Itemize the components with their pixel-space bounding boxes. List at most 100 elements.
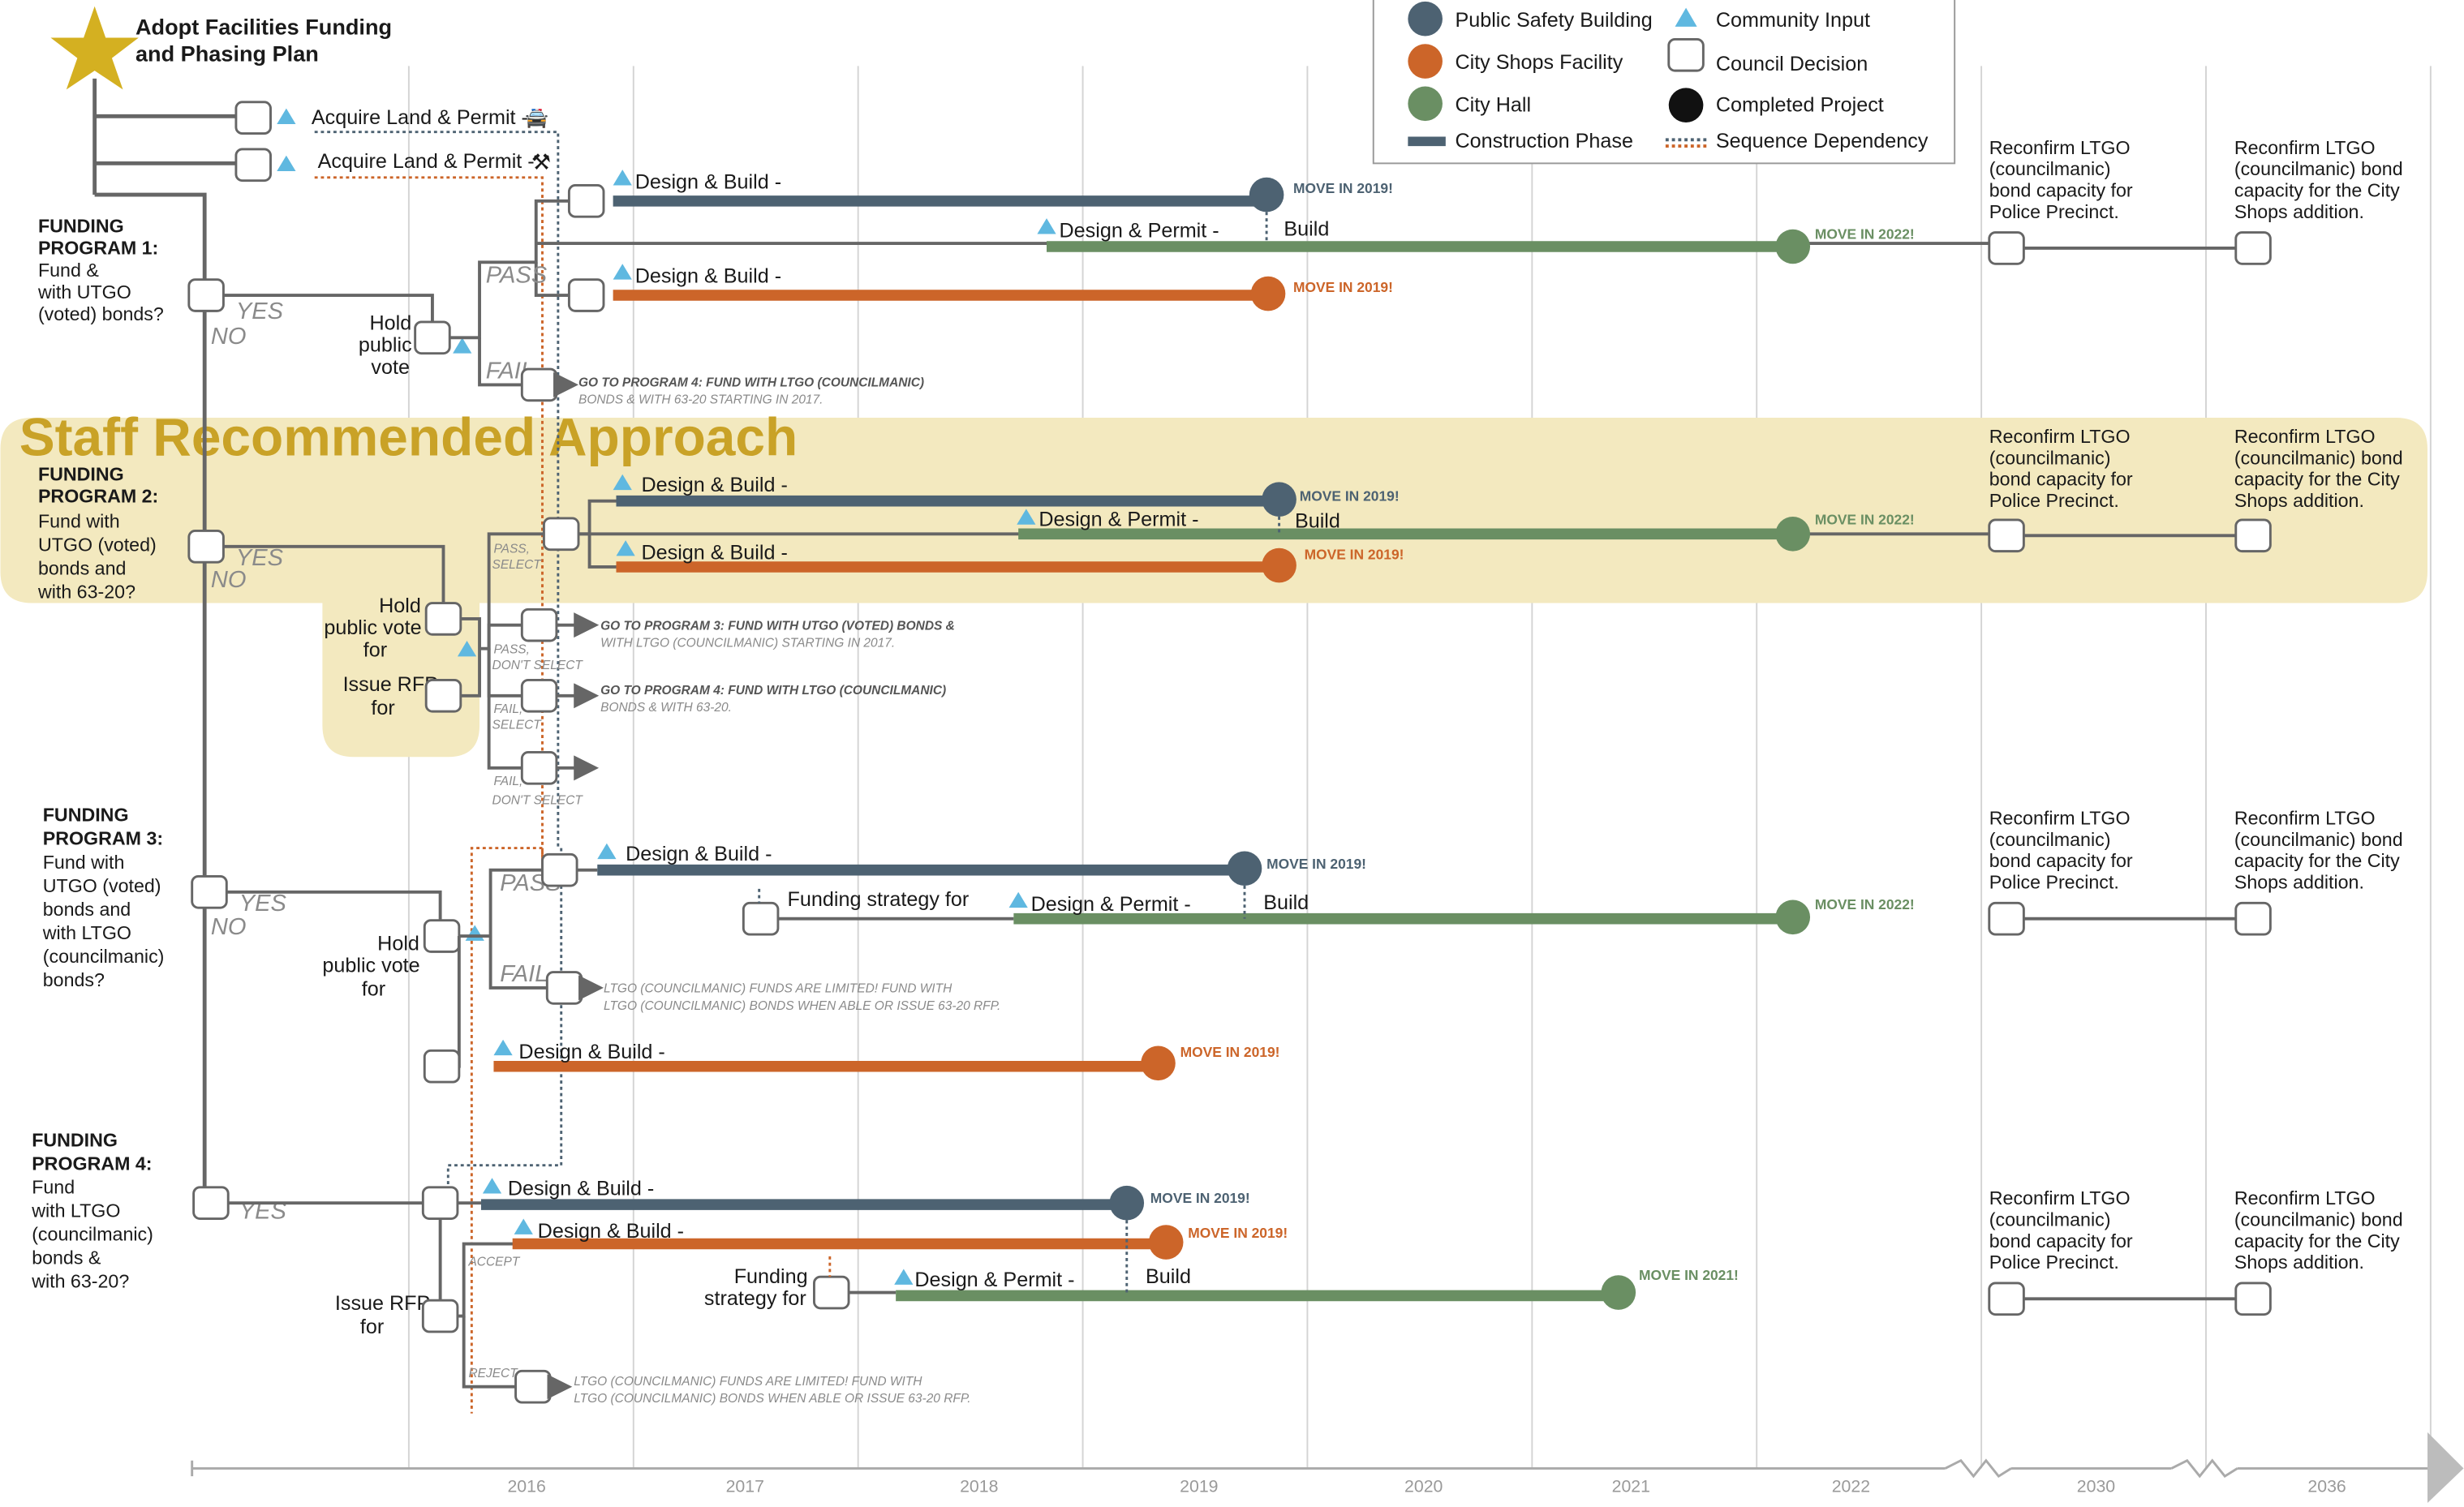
community-input-icon bbox=[453, 337, 472, 354]
p2-fail-select-2: SELECT bbox=[492, 718, 543, 732]
p2-design-shops: Design & Build - bbox=[641, 541, 787, 564]
p3-title-1: FUNDING bbox=[43, 805, 129, 826]
p4-reject: REJECT bbox=[468, 1367, 518, 1380]
decision-node[interactable] bbox=[1988, 518, 2025, 553]
p1-title-1: FUNDING bbox=[38, 216, 124, 237]
decision-node[interactable] bbox=[2234, 518, 2272, 553]
band-title: Staff Recommended Approach bbox=[19, 407, 798, 467]
p4-title-1: FUNDING bbox=[32, 1129, 118, 1150]
legend-completed: Completed Project bbox=[1716, 93, 1884, 116]
p4-limit-1: LTGO (COUNCILMANIC) FUNDS ARE LIMITED! F… bbox=[574, 1375, 922, 1389]
decision-node[interactable] bbox=[541, 852, 578, 887]
p2-question-4: with 63-20? bbox=[37, 582, 135, 603]
decision-node[interactable] bbox=[1988, 901, 2025, 936]
header-title-1: Adopt Facilities Funding bbox=[135, 15, 392, 40]
reconfirm-shops-line: (councilmanic) bond bbox=[2234, 158, 2403, 179]
p2-fail-dont-1: FAIL, bbox=[493, 775, 522, 788]
decision-node[interactable] bbox=[514, 1369, 552, 1404]
decision-node[interactable] bbox=[234, 148, 272, 182]
reconfirm-shops-line: Reconfirm LTGO bbox=[2234, 808, 2376, 829]
decision-node[interactable] bbox=[414, 320, 451, 355]
p3-strategy: Funding strategy for bbox=[788, 888, 970, 911]
p2-vote-1: Hold bbox=[379, 595, 421, 617]
year-label: 2017 bbox=[726, 1476, 764, 1496]
p4-move-shops: MOVE IN 2019! bbox=[1188, 1225, 1288, 1241]
reconfirm-police-line: Reconfirm LTGO bbox=[1989, 137, 2131, 158]
p3-move-ps: MOVE IN 2019! bbox=[1266, 856, 1366, 872]
p2-goto3-1: GO TO PROGRAM 3: FUND WITH UTGO (VOTED) … bbox=[600, 619, 955, 633]
p1-vote-1: Hold bbox=[369, 312, 411, 335]
p3-limit-2: LTGO (COUNCILMANIC) BONDS WHEN ABLE OR I… bbox=[604, 999, 1000, 1013]
dependencies bbox=[758, 212, 1281, 1293]
decision-node[interactable] bbox=[423, 1049, 461, 1084]
p2-goto4-1: GO TO PROGRAM 4: FUND WITH LTGO (COUNCIL… bbox=[600, 684, 946, 698]
year-label: 2030 bbox=[2077, 1476, 2115, 1496]
decision-node[interactable] bbox=[567, 184, 605, 218]
p2-no: NO bbox=[211, 567, 247, 593]
p3-yes: YES bbox=[239, 891, 287, 917]
year-label: 2019 bbox=[1180, 1476, 1218, 1496]
community-input-icon bbox=[457, 640, 477, 657]
p2-move-hall: MOVE IN 2022! bbox=[1815, 512, 1915, 528]
legend-public-safety: Public Safety Building bbox=[1455, 9, 1652, 32]
decision-node[interactable] bbox=[520, 678, 558, 713]
reconfirm-police-line: Reconfirm LTGO bbox=[1989, 808, 2131, 829]
decision-node[interactable] bbox=[421, 1186, 459, 1220]
reconfirm-police-line: (councilmanic) bbox=[1989, 1209, 2111, 1230]
main-trunk bbox=[92, 78, 236, 1209]
decision-node[interactable] bbox=[542, 517, 580, 552]
city-hall-icon bbox=[1775, 517, 1811, 552]
decision-node[interactable] bbox=[424, 602, 462, 636]
reconfirm-police-line: bond capacity for bbox=[1989, 1230, 2133, 1252]
public-safety-icon bbox=[1227, 851, 1262, 887]
p2-question-3: bonds and bbox=[38, 558, 126, 579]
decision-node[interactable] bbox=[192, 1186, 230, 1220]
decision-node[interactable] bbox=[1988, 1282, 2025, 1316]
decision-node[interactable] bbox=[191, 874, 228, 909]
p3-question-2: UTGO (voted) bbox=[43, 875, 161, 896]
city-shops-icon bbox=[1408, 44, 1443, 79]
decision-node[interactable] bbox=[1988, 231, 2025, 265]
city-hall-icon bbox=[1775, 229, 1811, 264]
year-label: 2018 bbox=[960, 1476, 998, 1496]
decision-node[interactable] bbox=[520, 367, 558, 402]
decision-node[interactable] bbox=[742, 901, 780, 936]
p3-question-4: with LTGO bbox=[42, 922, 131, 943]
decision-node[interactable] bbox=[520, 608, 558, 642]
p3-fail: FAIL bbox=[500, 961, 548, 987]
decision-node[interactable] bbox=[187, 278, 225, 312]
public-safety-icon bbox=[1249, 177, 1284, 213]
decision-node[interactable] bbox=[2234, 1282, 2272, 1316]
decision-node[interactable] bbox=[545, 971, 583, 1005]
p2-goto3-2: WITH LTGO (COUNCILMANIC) STARTING IN 201… bbox=[600, 637, 895, 650]
community-input-icon bbox=[465, 925, 484, 941]
community-input-icon bbox=[277, 108, 296, 124]
p1-pass: PASS bbox=[486, 263, 548, 289]
decision-node[interactable] bbox=[424, 678, 462, 713]
completed-project-icon bbox=[1668, 88, 1704, 123]
p2-move-ps: MOVE IN 2019! bbox=[1300, 488, 1400, 504]
decision-node[interactable] bbox=[423, 919, 461, 953]
decision-node[interactable] bbox=[520, 751, 558, 785]
decision-node[interactable] bbox=[187, 530, 225, 564]
city-shops-icon bbox=[1148, 1225, 1184, 1260]
decision-node[interactable] bbox=[421, 1299, 459, 1333]
p3-question-6: bonds? bbox=[43, 969, 105, 990]
decision-node[interactable] bbox=[813, 1275, 850, 1310]
p3-title-2: PROGRAM 3: bbox=[43, 828, 163, 849]
p1-question-1: Fund & bbox=[38, 260, 99, 281]
community-input-icon bbox=[1037, 218, 1056, 234]
p3-design-ps: Design & Build - bbox=[626, 843, 772, 865]
decision-node[interactable] bbox=[2234, 231, 2272, 265]
decision-node[interactable] bbox=[2234, 901, 2272, 936]
reconfirm-police-line: (councilmanic) bbox=[1989, 158, 2111, 179]
p1-no: NO bbox=[211, 324, 247, 350]
legend: Public Safety Building City Shops Facili… bbox=[1372, 0, 1956, 165]
reconfirm-shops-line: Shops addition. bbox=[2234, 872, 2364, 893]
legend-dependency: Sequence Dependency bbox=[1716, 130, 1929, 152]
p4-question-4: bonds & bbox=[32, 1247, 101, 1269]
decision-node[interactable] bbox=[567, 278, 605, 312]
decision-node[interactable] bbox=[234, 101, 272, 135]
